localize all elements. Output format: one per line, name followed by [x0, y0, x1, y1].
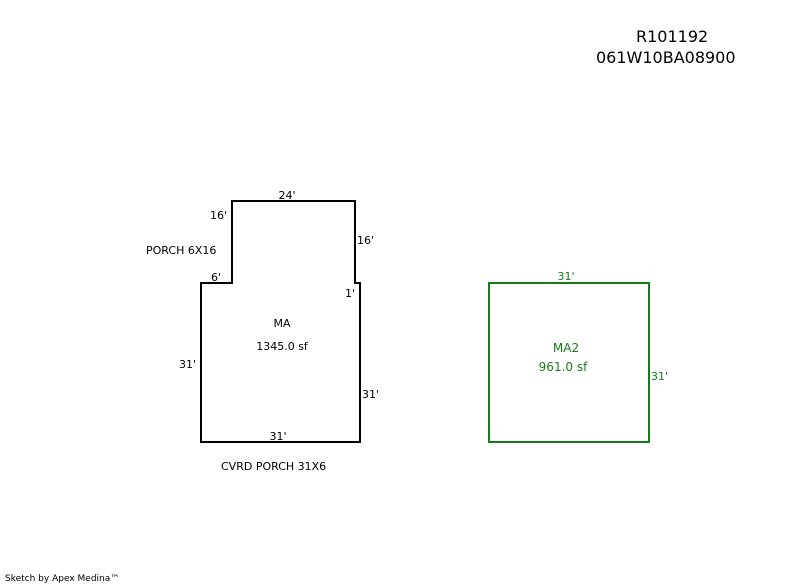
ma-bottom-dimension: 31': [269, 430, 286, 443]
ma2-top-dimension: 31': [557, 270, 574, 283]
ma2-right-dimension: 31': [651, 370, 668, 383]
ma-label: MA: [273, 317, 290, 330]
ma-right-offset-dimension: 1': [345, 287, 355, 300]
ma-right-dimension: 31': [362, 388, 379, 401]
main-area-outline: [200, 200, 361, 443]
ma2-area-outline: [488, 282, 650, 443]
covered-porch-annotation: CVRD PORCH 31X6: [221, 460, 326, 473]
porch-annotation: PORCH 6X16: [146, 244, 216, 257]
sketch-credit: Sketch by Apex Medina™: [5, 574, 120, 584]
ma-left-offset-dimension: 6': [211, 271, 221, 284]
ma-top-dimension: 24': [278, 189, 295, 202]
map-taxlot-number: 061W10BA08900: [596, 48, 736, 67]
ma2-area-value: 961.0 sf: [539, 360, 588, 374]
account-id: R101192: [636, 27, 709, 46]
ma-upper-left-dimension: 16': [210, 209, 227, 222]
ma-area-value: 1345.0 sf: [256, 340, 309, 353]
ma-upper-right-dimension: 16': [357, 234, 374, 247]
ma2-label: MA2: [553, 341, 579, 355]
ma-left-dimension: 31': [179, 358, 196, 371]
